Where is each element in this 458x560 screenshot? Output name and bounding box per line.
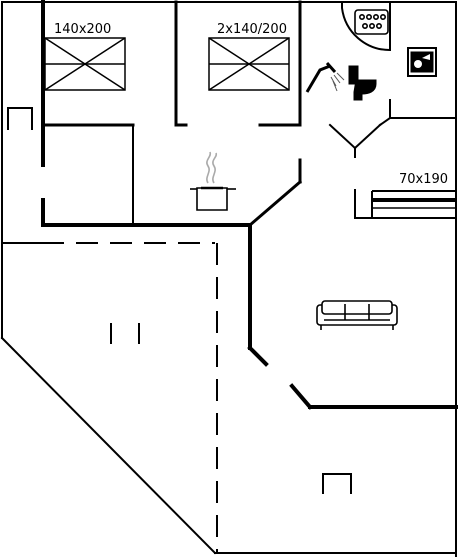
bed-size-label-bedroom-2: 2x140/200	[217, 22, 287, 37]
closet-entrance	[7, 107, 33, 130]
bed-single	[371, 190, 456, 218]
dashed-walls	[8, 242, 218, 553]
washing-machine-icon	[407, 47, 437, 77]
bed-size-label-single: 70x190	[399, 172, 448, 187]
sauna-door	[341, 2, 391, 52]
toilet-icon	[348, 65, 377, 101]
bed-bedroom-1	[44, 37, 126, 91]
terrace-markers	[110, 323, 352, 494]
bed-size-label-bedroom-1: 140x200	[54, 22, 111, 37]
sauna-icon	[354, 9, 389, 35]
kitchen-stove-icon	[190, 151, 236, 211]
sofa-icon	[316, 300, 398, 330]
shower-icon	[305, 62, 345, 93]
bed-bedroom-2	[208, 37, 290, 91]
